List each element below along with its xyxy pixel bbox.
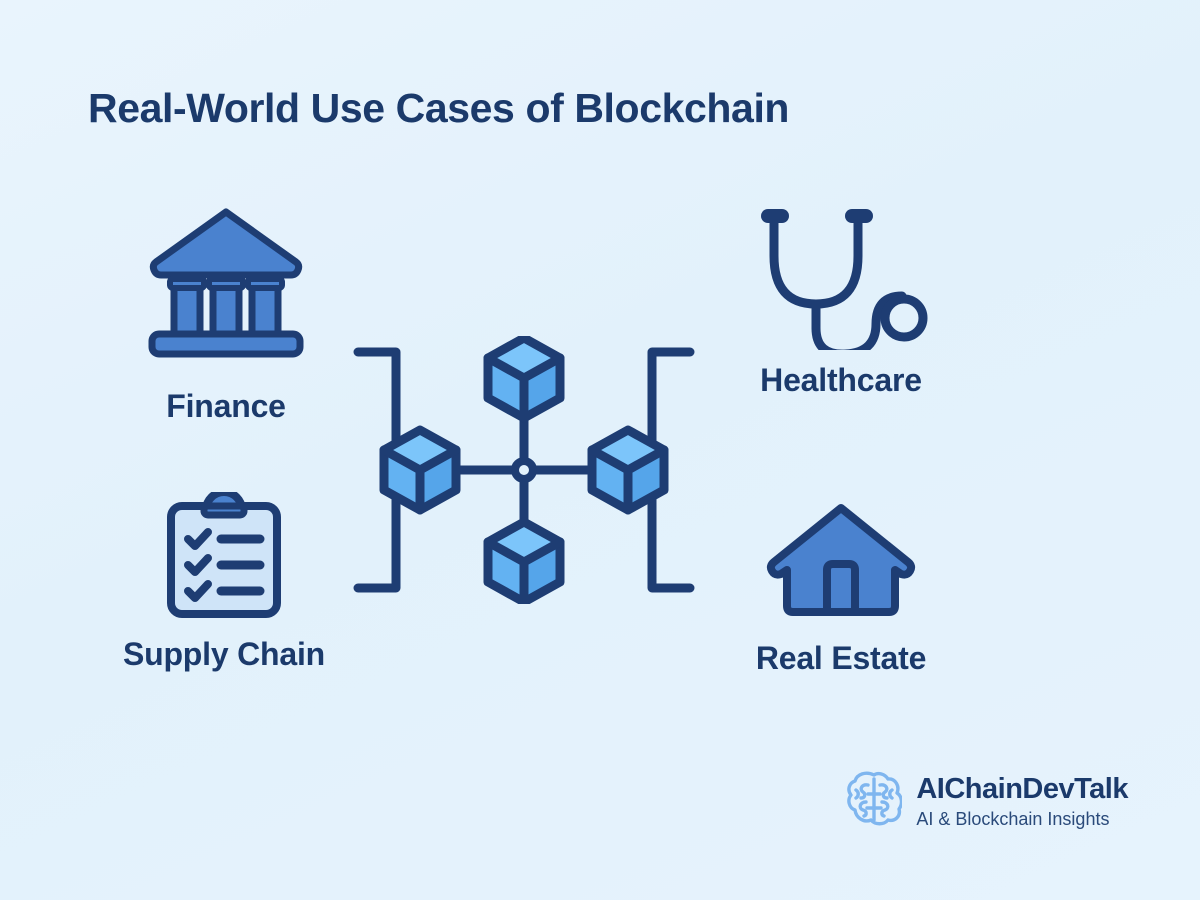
bank-icon: [149, 208, 303, 344]
bank-base-icon: [148, 330, 304, 358]
cube-icon-top: [488, 338, 560, 418]
page-title: Real-World Use Cases of Blockchain: [88, 85, 790, 131]
blockchain-network-diagram: [352, 336, 696, 604]
cube-icon-right: [592, 430, 664, 510]
house-icon: [766, 504, 916, 616]
use-case-label-healthcare: Healthcare: [760, 362, 922, 398]
brand-tagline: AI & Blockchain Insights: [916, 808, 1110, 829]
bank-base-wrap: [104, 329, 348, 359]
use-case-label-finance: Finance: [166, 388, 286, 424]
finance-icon-wrap: [146, 200, 306, 350]
brain-icon: [847, 771, 903, 826]
use-case-supply-chain: Supply Chain: [100, 492, 348, 673]
brand-name: AIChainDevTalk: [916, 773, 1128, 806]
use-case-label-supply-chain: Supply Chain: [122, 636, 326, 672]
use-case-finance: Finance: [104, 200, 348, 425]
clipboard-checklist-icon: [167, 492, 281, 618]
brand-logo: AIChainDevTalk AI & Blockchain Insights: [846, 770, 1128, 832]
stethoscope-icon: [760, 209, 927, 350]
hub-node-icon: [511, 457, 537, 483]
use-case-label-real-estate: Real Estate: [755, 640, 927, 676]
healthcare-icon-wrap: [754, 200, 929, 350]
brand-logo-text: AIChainDevTalk AI & Blockchain Insights: [916, 773, 1128, 829]
use-case-real-estate: Real Estate: [716, 492, 966, 677]
cube-icon-bottom: [488, 522, 560, 602]
use-case-healthcare: Healthcare: [716, 200, 966, 399]
supply-chain-icon-wrap: [163, 492, 285, 620]
cube-icon-left: [384, 430, 456, 510]
real-estate-icon-wrap: [766, 492, 916, 620]
